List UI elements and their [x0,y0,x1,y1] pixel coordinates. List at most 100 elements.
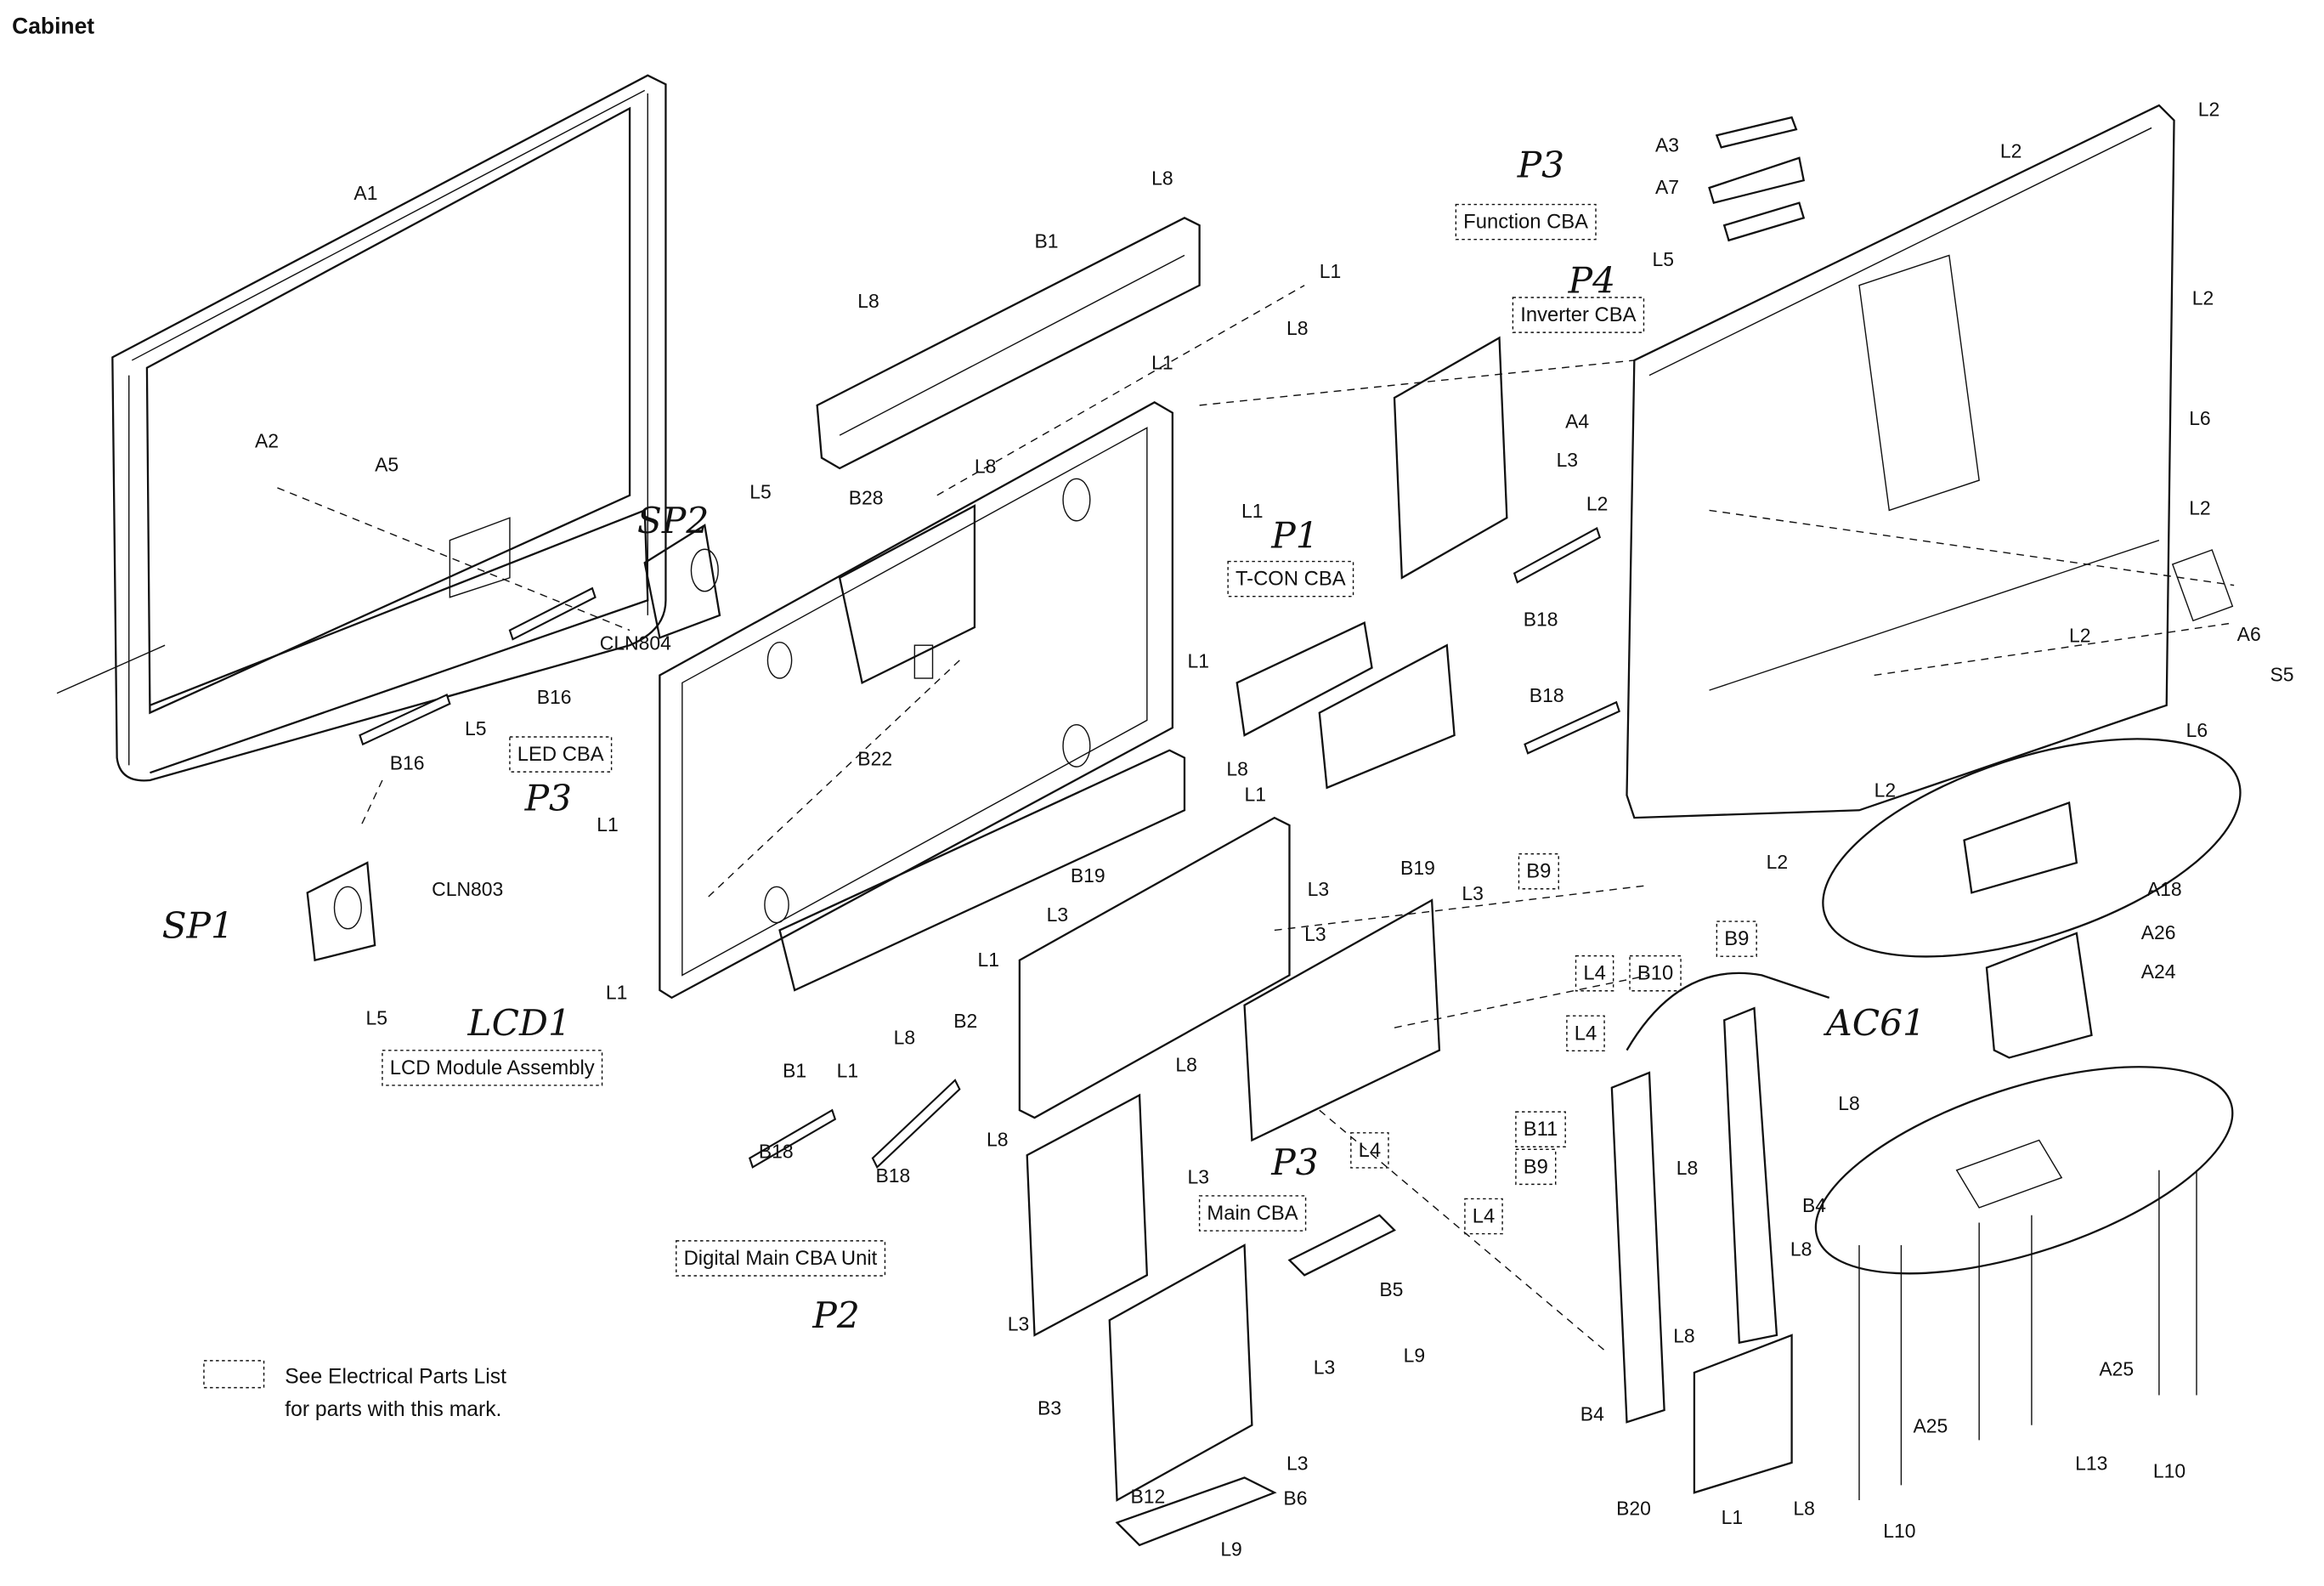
part-callout-label: L8 [1790,1238,1812,1260]
part-callout-label: L1 [977,949,999,971]
part-callout-label: A26 [2141,921,2176,943]
handwritten-annotation: SP2 [637,500,709,541]
part-callout-label: L3 [1462,882,1484,904]
electrical-parts-box [676,1240,886,1277]
board-reference-label: B9 [1724,927,1749,950]
part-callout-label: L3 [1557,449,1578,471]
front-bezel-part [56,74,667,782]
legend: See Electrical Parts List for parts with… [203,1360,506,1421]
handwritten-annotation: P4 [1568,260,1615,302]
part-callout-label: B28 [849,486,884,508]
board-reference-label: Main CBA [1207,1202,1298,1225]
part-callout-label: A3 [1655,134,1679,156]
part-callout-label: B19 [1400,857,1435,879]
handwritten-annotation: AC61 [1823,1002,1925,1044]
board-reference-label: LCD Module Assembly [390,1056,595,1079]
part-callout-label: A24 [2141,960,2176,983]
legend-dotted-box-icon [203,1360,265,1389]
part-callout-label: L3 [1047,903,1069,926]
electrical-parts-box [382,1050,603,1086]
part-callout-label: L8 [1151,167,1173,189]
part-callout-label: L8 [1673,1325,1695,1347]
part-callout-label: A25 [1914,1415,1948,1437]
electrical-parts-box [1515,1148,1557,1186]
board-reference-label: Inverter CBA [1520,303,1636,326]
part-callout-label: B22 [857,747,892,769]
legend-line-2: for parts with this mark. [285,1398,501,1421]
part-callout-label: A6 [2237,623,2261,645]
handwritten-annotation: P3 [1517,144,1564,186]
handwritten-annotation: SP1 [162,904,234,946]
part-callout-label: A18 [2147,878,2182,900]
part-callout-label: A4 [1565,410,1589,432]
board-reference-label: L4 [1583,962,1606,985]
part-callout-label: B16 [390,752,425,774]
part-callout-label: L5 [465,717,487,739]
part-callout-label: L3 [1008,1313,1029,1335]
part-callout-label: L9 [1404,1345,1426,1367]
part-callout-label: L2 [1586,492,1609,514]
part-callout-label: L1 [837,1059,859,1081]
part-callout-label: L3 [1308,878,1330,900]
part-callout-label: L8 [975,455,997,477]
part-callout-label: L1 [1722,1506,1744,1528]
handwritten-annotation: P2 [811,1294,859,1336]
electrical-parts-box [509,736,613,773]
back-cover-part [1626,104,2234,819]
part-callout-label: B4 [1580,1402,1604,1425]
part-callout-label: L5 [1652,248,1673,270]
part-callout-label: CLN803 [432,878,503,900]
brackets-part [1610,971,1830,1494]
part-callout-label: L2 [2189,497,2211,519]
diagram-title: Cabinet [12,13,94,38]
part-callout-label: L10 [2153,1460,2185,1482]
board-reference-label: LED CBA [517,743,604,766]
electrical-parts-box [1566,1015,1605,1052]
electrical-parts-box [1350,1132,1389,1169]
part-callout-label: B20 [1616,1498,1651,1520]
part-callout-label: B1 [1035,230,1059,252]
electrical-parts-box [1518,852,1559,890]
part-callout-label: B18 [875,1164,910,1187]
handwritten-annotation: LCD1 [467,1002,571,1044]
part-callout-label: L8 [894,1027,916,1049]
part-callout-label: L8 [1286,317,1309,339]
part-callout-label: L8 [1677,1157,1699,1179]
part-callout-label: A1 [353,182,377,204]
part-callout-label: L8 [1175,1053,1197,1075]
board-reference-label: Digital Main CBA Unit [684,1247,878,1270]
part-callout-label: L3 [1314,1357,1335,1379]
part-callout-label: B1 [783,1059,806,1081]
part-callout-label: B19 [1071,864,1105,886]
part-callout-label: L2 [2000,140,2022,162]
board-reference-label: B10 [1637,962,1673,985]
part-callout-label: L9 [1220,1538,1241,1560]
electrical-parts-box [1575,954,1614,992]
handwritten-annotation: P3 [1270,1141,1318,1183]
board-reference-label: L4 [1473,1205,1496,1228]
electrical-parts-box [1198,1195,1307,1232]
part-callout-label: L3 [1187,1166,1208,1188]
part-callout-label: L2 [2198,98,2219,120]
board-reference-label: B11 [1524,1118,1558,1141]
handwritten-annotation: P3 [524,777,572,818]
part-callout-label: L2 [1874,779,1897,801]
part-callout-label: A25 [2099,1358,2134,1380]
lcd-module-part [659,401,1173,1000]
part-callout-label: L1 [1320,260,1342,282]
part-callout-label: L10 [1883,1520,1915,1542]
electrical-parts-box [1512,297,1645,333]
part-callout-label: A7 [1655,176,1679,198]
part-callout-label: L8 [1226,758,1248,780]
part-callout-label: L2 [2069,625,2091,647]
electrical-parts-box [1227,560,1354,598]
part-callout-label: B12 [1130,1485,1165,1507]
speakers-part [306,524,721,962]
board-reference-label: B9 [1524,1155,1548,1178]
part-callout-label: CLN804 [600,632,671,654]
part-callout-label: B18 [759,1141,794,1163]
part-callout-label: L5 [366,1007,388,1029]
part-callout-label: L3 [1286,1453,1309,1475]
part-callout-label: L2 [2192,287,2214,309]
